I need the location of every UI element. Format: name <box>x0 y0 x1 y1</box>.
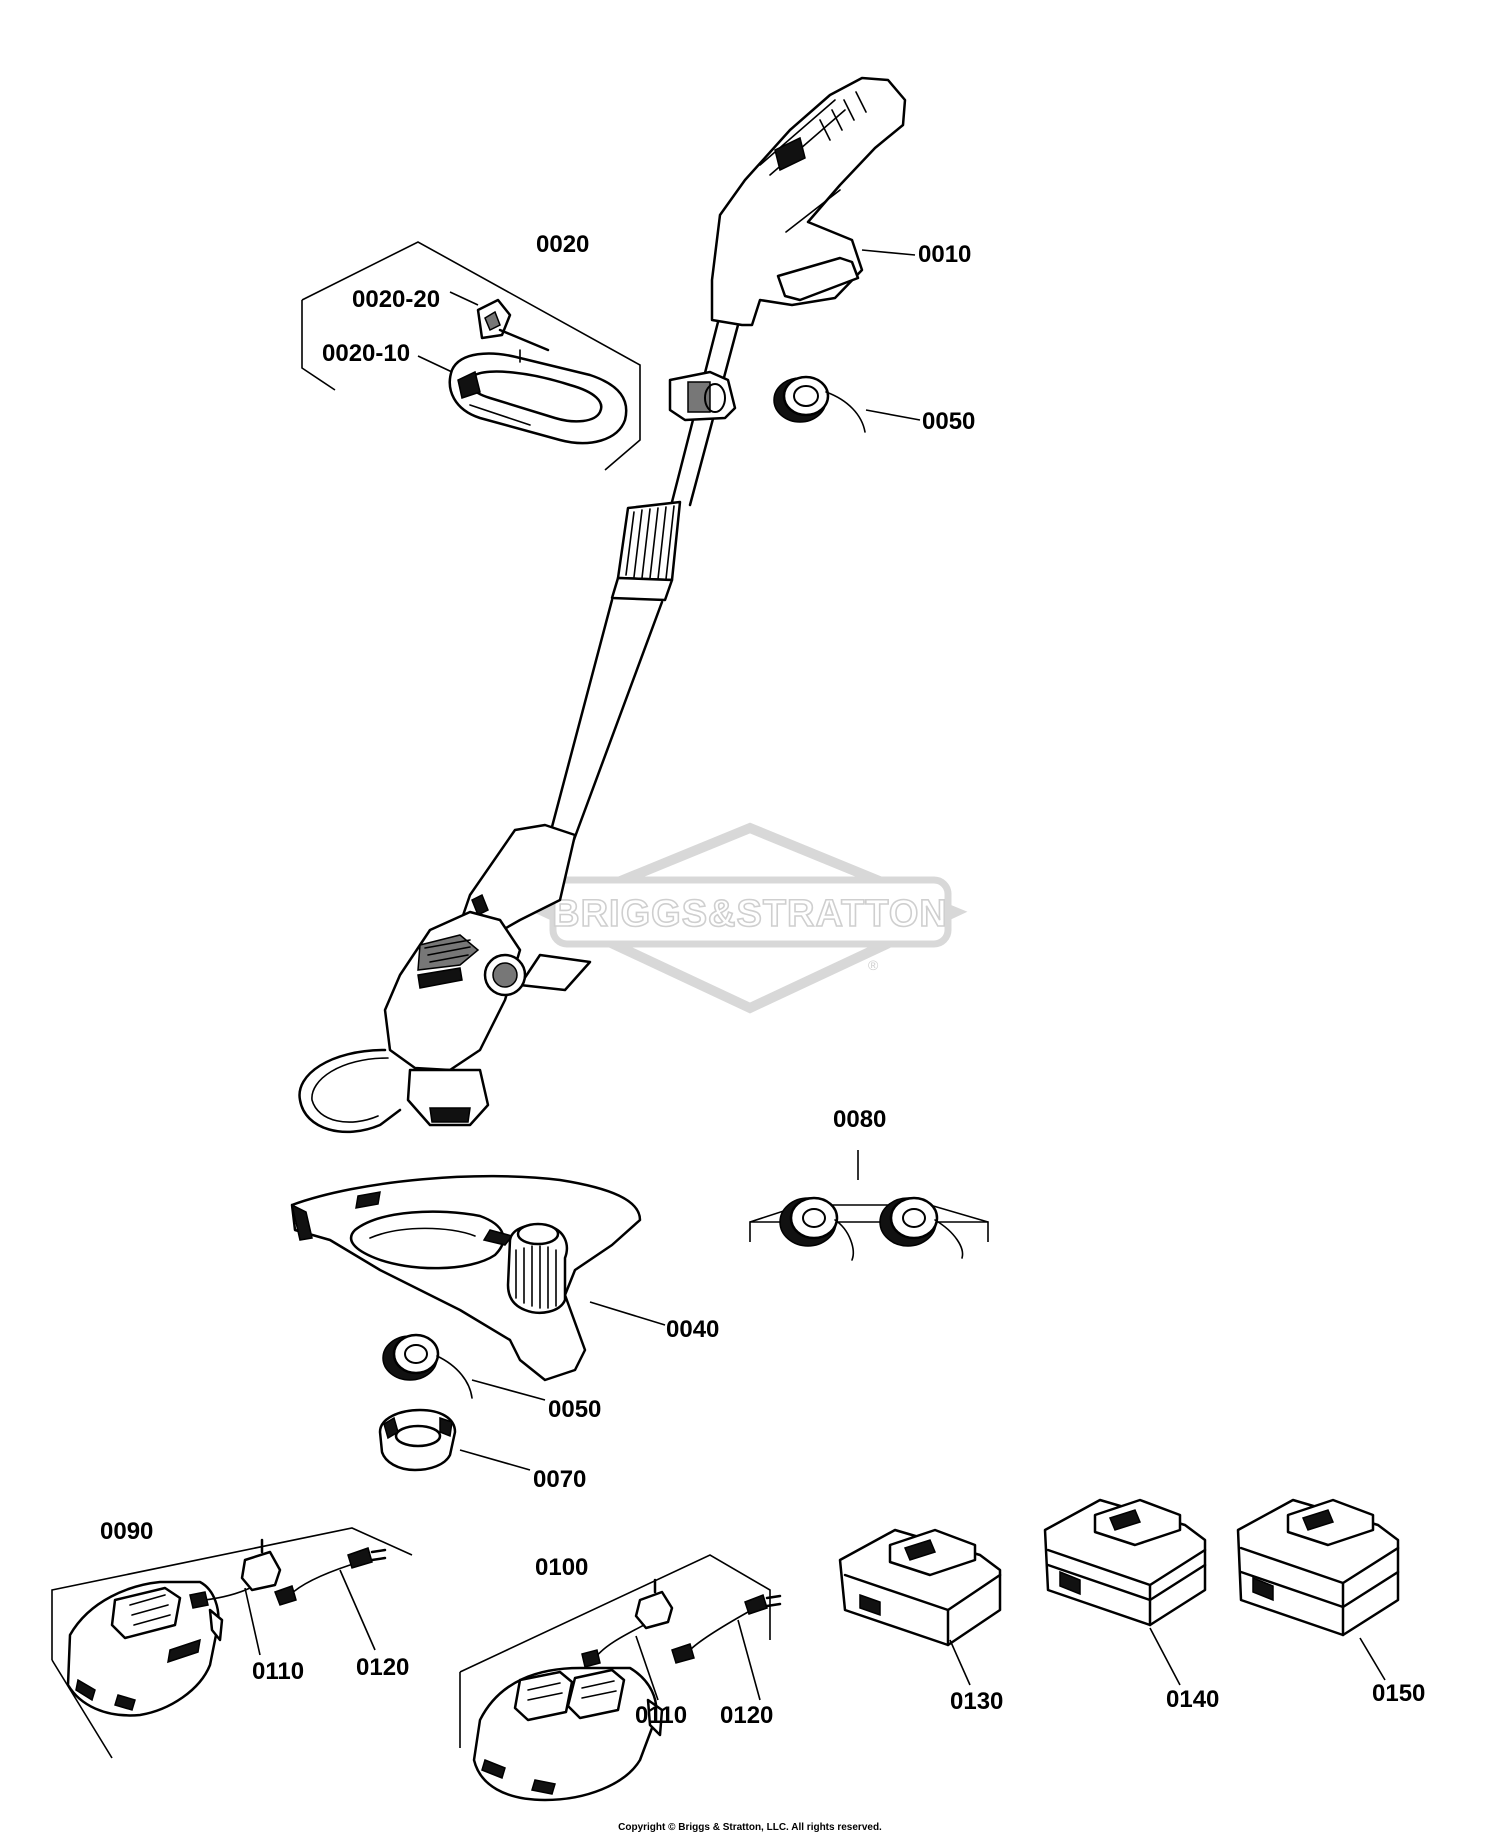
group-0080-bracket <box>749 1204 989 1242</box>
group-0090-bracket <box>51 1527 413 1759</box>
callout-0120-a: 0120 <box>356 1654 410 1681</box>
briggs-stratton-watermark: BRIGGS&STRATTON ® <box>532 822 968 1014</box>
callout-0130: 0130 <box>950 1688 1004 1715</box>
shaft-clamp <box>668 370 737 422</box>
spool-0080-left <box>779 1196 854 1261</box>
battery-0140 <box>1043 1498 1207 1627</box>
battery-0150 <box>1236 1498 1400 1637</box>
leader-lines <box>244 249 1386 1701</box>
group-0100-bracket <box>459 1554 771 1748</box>
knob-0020-20 <box>476 298 550 352</box>
callout-0080: 0080 <box>833 1106 887 1133</box>
callout-0040: 0040 <box>666 1316 720 1343</box>
guard-0040 <box>290 1174 642 1382</box>
callout-0010: 0010 <box>918 241 972 268</box>
callout-0120-b: 0120 <box>720 1702 774 1729</box>
motor-housing <box>298 823 592 1134</box>
callout-0090: 0090 <box>100 1518 154 1545</box>
dual-charger-0100 <box>472 1666 664 1802</box>
uk-plug-cord-0110-b <box>581 1578 674 1668</box>
lower-shaft <box>546 598 664 847</box>
callout-0140: 0140 <box>1166 1686 1220 1713</box>
aux-handle-0020-10 <box>448 349 628 445</box>
callout-0020: 0020 <box>536 231 590 258</box>
eu-cord-0120-a <box>274 1547 387 1606</box>
callout-0070: 0070 <box>533 1466 587 1493</box>
callout-0100: 0100 <box>535 1554 589 1581</box>
callout-0020-10: 0020-10 <box>322 340 411 367</box>
group-0020-bracket <box>301 241 641 471</box>
trimmer-handle <box>710 76 907 327</box>
callout-0050-bottom: 0050 <box>548 1396 602 1423</box>
callout-0020-20: 0020-20 <box>352 286 441 313</box>
battery-0130 <box>838 1528 1002 1647</box>
callout-0150: 0150 <box>1372 1680 1426 1707</box>
callout-0110-a: 0110 <box>252 1658 305 1685</box>
charger-0090 <box>66 1580 224 1717</box>
spool-0050-bottom <box>382 1333 473 1399</box>
callout-0110-b: 0110 <box>635 1702 688 1729</box>
telescopic-collar <box>610 500 682 602</box>
watermark-brand-text: BRIGGS&STRATTON <box>552 893 948 935</box>
uk-plug-cord-0110-a <box>189 1538 282 1609</box>
watermark-registered-mark: ® <box>868 957 879 973</box>
spool-cap-0070 <box>378 1408 457 1472</box>
copyright-footer: Copyright © Briggs & Stratton, LLC. All … <box>618 1822 882 1833</box>
spool-0050-top <box>773 375 866 433</box>
spool-0080-right <box>879 1196 964 1259</box>
eu-cord-0120-b <box>671 1594 782 1664</box>
callout-0050-top: 0050 <box>922 408 976 435</box>
